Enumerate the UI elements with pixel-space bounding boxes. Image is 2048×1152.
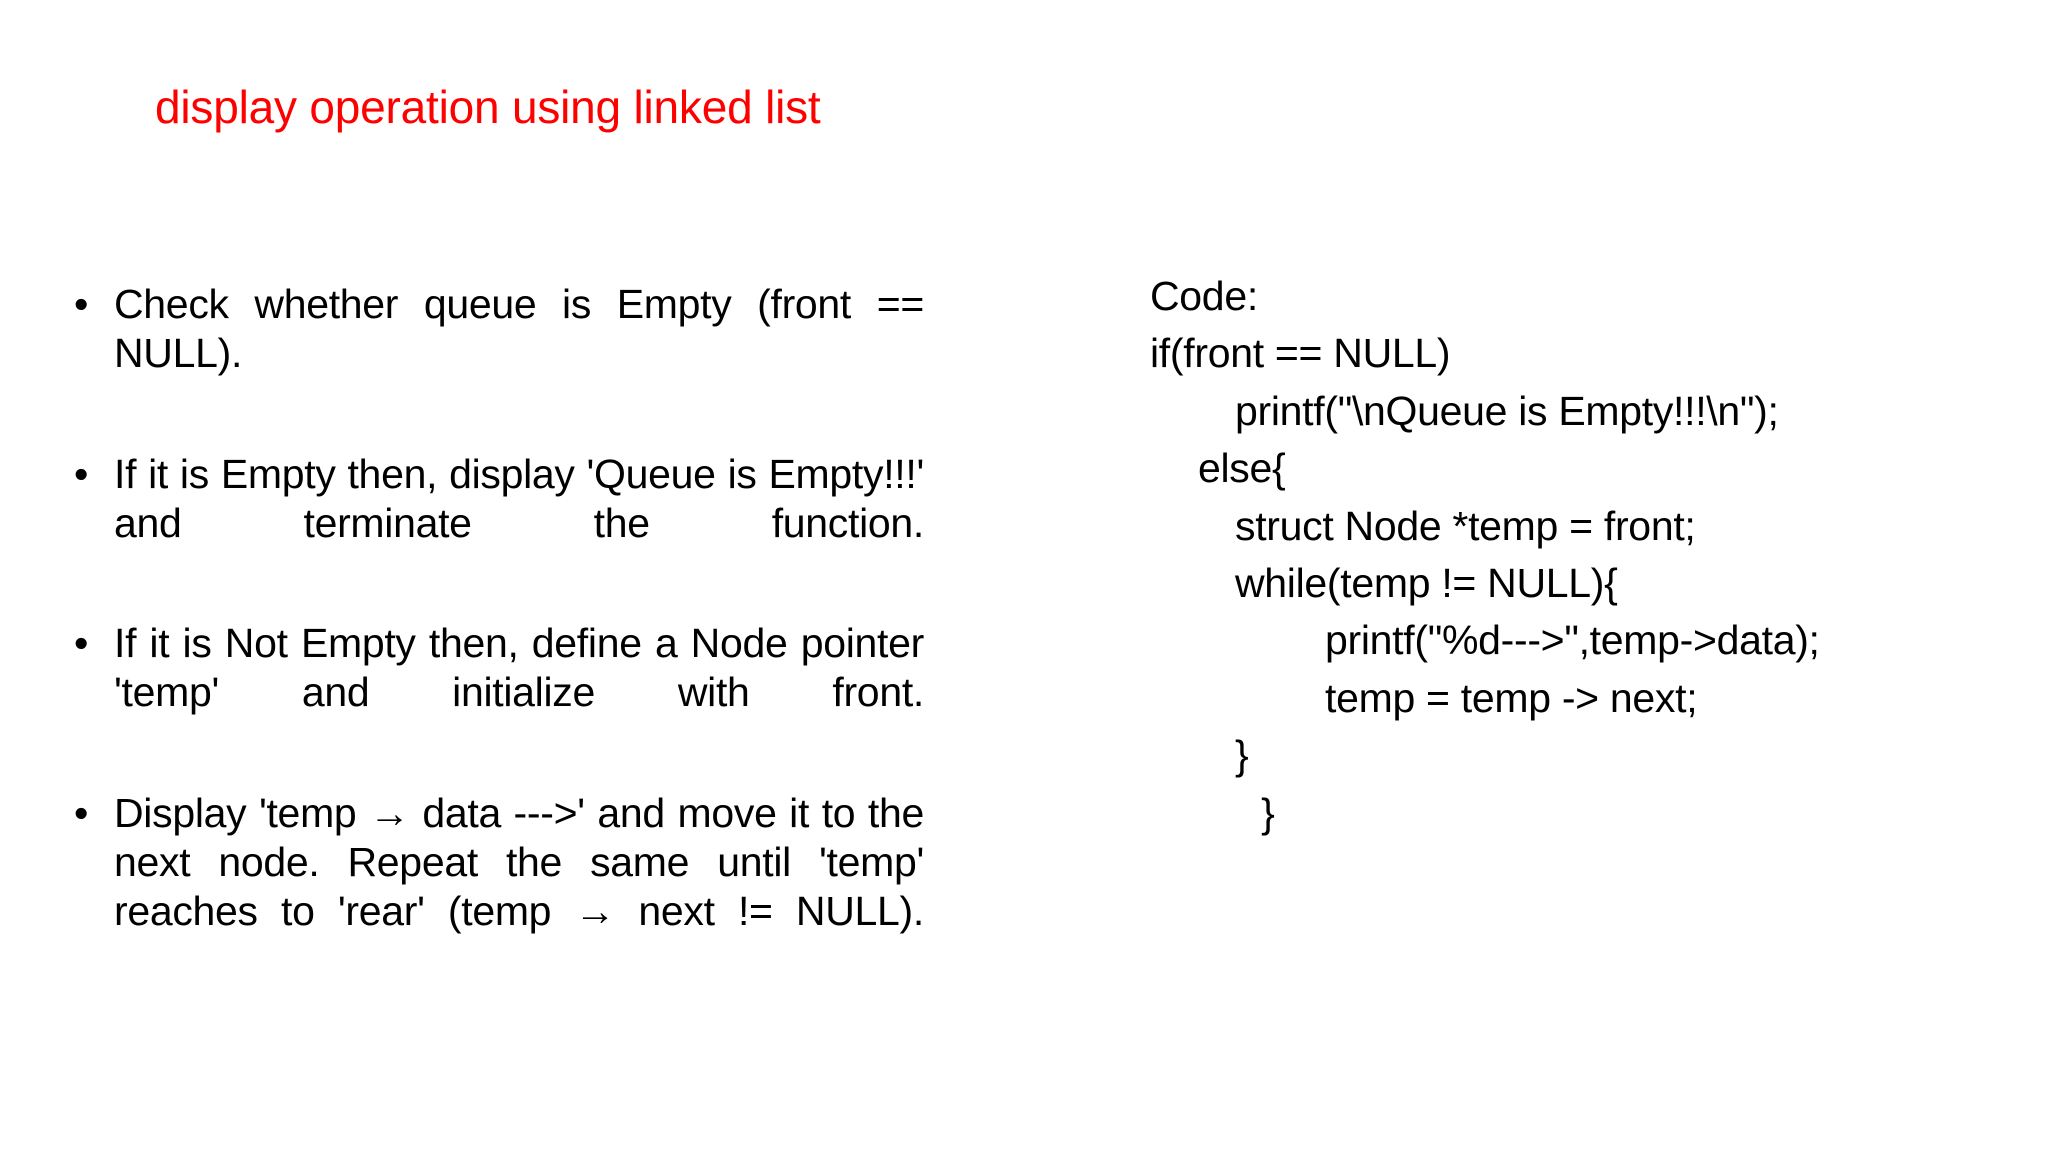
bullet-point-icon: •: [74, 620, 89, 667]
list-item: • If it is Empty then, display 'Queue is…: [62, 450, 924, 598]
list-item-text: Check whether queue is Empty (front == N…: [114, 281, 924, 377]
list-item: • If it is Not Empty then, define a Node…: [62, 619, 924, 767]
code-line: struct Node *temp = front;: [1235, 502, 1696, 549]
code-line: printf("\nQueue is Empty!!!\n");: [1235, 387, 1779, 434]
page-title: display operation using linked list: [155, 81, 821, 133]
list-item-text: If it is Not Empty then, define a Node p…: [114, 620, 924, 716]
list-item: • Check whether queue is Empty (front ==…: [62, 280, 924, 428]
code-line: printf("%d--->",temp->data);: [1325, 617, 1820, 664]
bullet-point-icon: •: [74, 281, 89, 327]
list-item-text: If it is Empty then, display 'Queue is E…: [114, 450, 924, 546]
code-block: Code: if(front == NULL) printf("\nQueue …: [1150, 268, 2010, 842]
list-item: • Display 'temp → data --->' and move it…: [62, 789, 924, 986]
code-line: }: [1250, 789, 1275, 836]
code-line: }: [1235, 732, 1249, 779]
code-line: temp = temp -> next;: [1325, 674, 1698, 721]
bullet-point-icon: •: [74, 450, 89, 497]
code-line: while(temp != NULL){: [1235, 559, 1618, 606]
bullet-point-icon: •: [74, 789, 89, 836]
code-heading: Code:: [1150, 273, 1258, 319]
list-item-text: Display 'temp → data --->' and move it t…: [114, 789, 924, 935]
bullet-list: • Check whether queue is Empty (front ==…: [62, 280, 924, 985]
code-line: else{: [1198, 445, 1286, 492]
code-line: if(front == NULL): [1150, 330, 1451, 377]
